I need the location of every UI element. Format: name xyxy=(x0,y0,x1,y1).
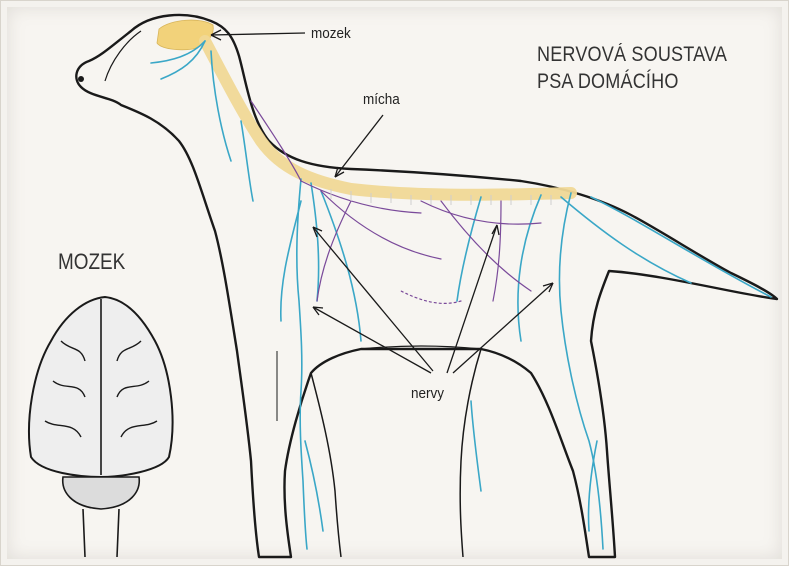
label-brain-panel: MOZEK xyxy=(58,249,125,275)
nervy-arrow-2 xyxy=(313,307,431,373)
dog-front-leg-inner xyxy=(311,373,341,557)
label-nervy: nervy xyxy=(411,385,444,402)
dog-outline xyxy=(76,15,777,557)
label-micha: mícha xyxy=(363,91,400,108)
label-arrows xyxy=(211,30,553,373)
title-line-2: PSA DOMÁCÍHO xyxy=(537,68,727,95)
dog-nose xyxy=(78,76,84,82)
micha-arrow xyxy=(335,115,383,177)
brain-illustration xyxy=(29,297,172,557)
nervy-arrow-4 xyxy=(453,283,553,373)
nerves-purple xyxy=(251,101,541,303)
mozek-arrow xyxy=(211,33,305,35)
label-mozek: mozek xyxy=(311,25,351,42)
title-line-1: NERVOVÁ SOUSTAVA xyxy=(537,41,727,68)
dog-hind-leg xyxy=(460,349,481,557)
diagram-title: NERVOVÁ SOUSTAVA PSA DOMÁCÍHO xyxy=(537,41,727,95)
